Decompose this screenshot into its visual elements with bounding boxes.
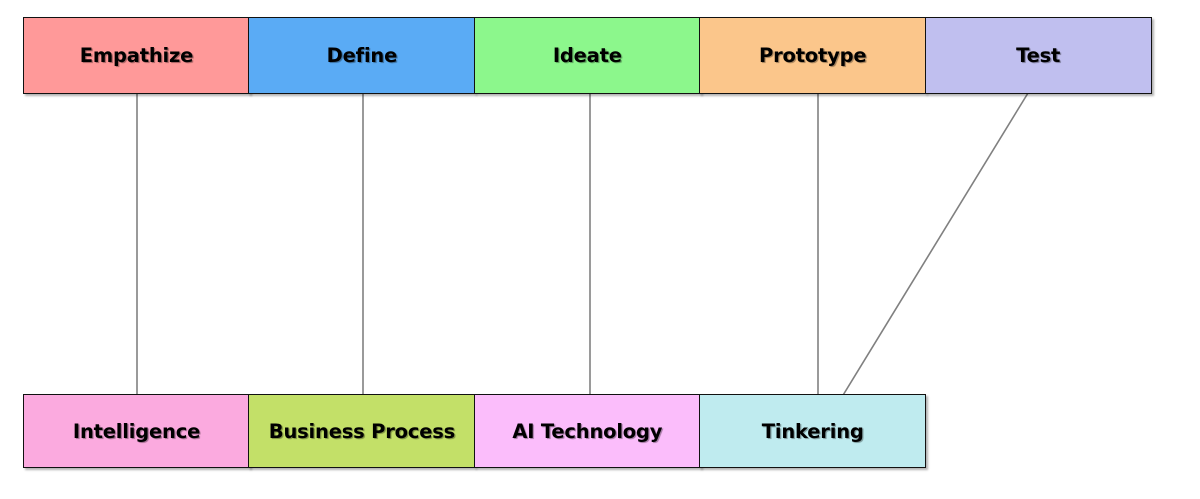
design-thinking-stage-row: Empathize Define Ideate Prototype Test [23, 17, 1152, 94]
stage-node-prototype[interactable]: Prototype [699, 17, 927, 94]
outcome-label-business-process: Business Process [268, 419, 456, 443]
outcome-label-intelligence: Intelligence [72, 419, 201, 443]
outcome-label-ai-technology: AI Technology [512, 419, 663, 443]
stage-label-prototype: Prototype [758, 44, 867, 67]
stage-label-empathize: Empathize [79, 44, 194, 67]
stage-node-empathize[interactable]: Empathize [23, 17, 250, 94]
connector-test-to-tinkering [826, 61, 1048, 423]
outcome-label-tinkering: Tinkering [761, 419, 864, 443]
stage-label-define: Define [326, 44, 398, 67]
outcome-node-tinkering[interactable]: Tinkering [699, 394, 927, 468]
outcome-node-business-process[interactable]: Business Process [248, 394, 476, 468]
outcome-node-intelligence[interactable]: Intelligence [23, 394, 250, 468]
stage-label-ideate: Ideate [552, 44, 622, 67]
outcome-category-row: Intelligence Business Process AI Technol… [23, 394, 927, 468]
stage-node-ideate[interactable]: Ideate [473, 17, 701, 94]
outcome-node-ai-technology[interactable]: AI Technology [473, 394, 701, 468]
stage-label-test: Test [1016, 44, 1061, 67]
stage-node-test[interactable]: Test [924, 17, 1152, 94]
stage-node-define[interactable]: Define [248, 17, 476, 94]
